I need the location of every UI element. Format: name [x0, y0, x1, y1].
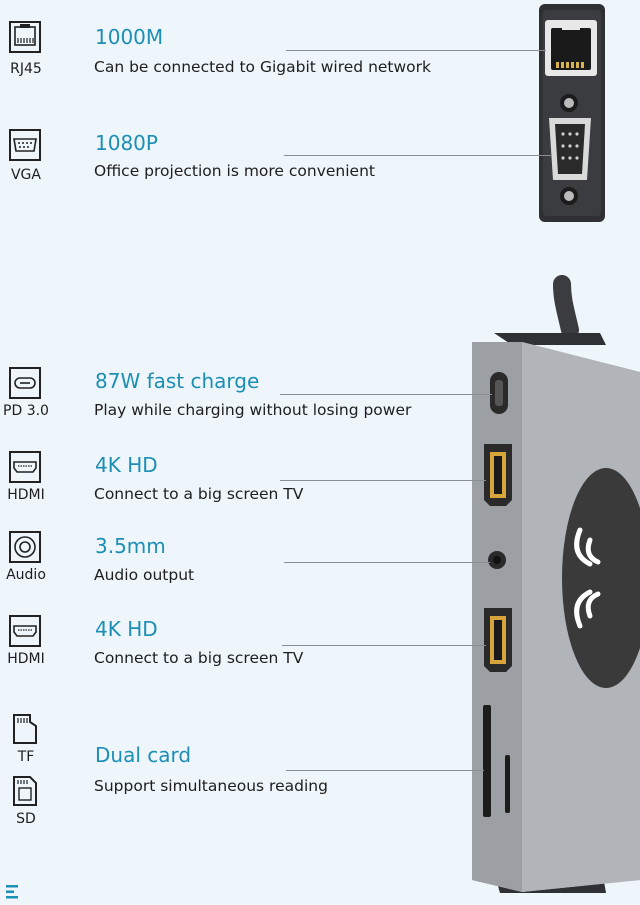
audio-jack-icon [8, 530, 42, 564]
rj45-title: 1000M [95, 25, 164, 49]
hdmi-port-icon [8, 614, 42, 648]
audio-description: Audio output [94, 566, 195, 584]
vga-title: 1080P [95, 131, 158, 155]
leader-line-dual-card [286, 770, 484, 771]
leader-line-pd [280, 394, 492, 395]
sd-label: SD [16, 811, 36, 827]
dual-card-description: Support simultaneous reading [94, 777, 328, 795]
rj45-label: RJ45 [10, 61, 42, 77]
leader-line-audio [284, 562, 490, 563]
tf-label: TF [17, 749, 35, 765]
leader-line-hdmi-1 [280, 480, 486, 481]
hdmi-description-1: Connect to a big screen TV [94, 485, 304, 503]
sd-card-icon [10, 774, 40, 808]
hdmi-title-2: 4K HD [95, 617, 158, 641]
hdmi-label-1: HDMI [7, 487, 45, 503]
hdmi-port-icon [8, 450, 42, 484]
audio-title: 3.5mm [95, 534, 166, 558]
hdmi-label-2: HDMI [7, 651, 45, 667]
pd-label: PD 3.0 [3, 403, 49, 419]
leader-line-rj45 [286, 50, 546, 51]
vga-port-icon [8, 128, 42, 162]
hdmi-description-2: Connect to a big screen TV [94, 649, 304, 667]
audio-label: Audio [6, 567, 46, 583]
menu-icon[interactable] [6, 884, 20, 900]
hdmi-title-1: 4K HD [95, 453, 158, 477]
vga-description: Office projection is more convenient [94, 162, 375, 180]
top-device-panel [539, 4, 605, 222]
rj45-port-icon [8, 20, 42, 54]
usb-cable [553, 275, 579, 339]
vga-label: VGA [10, 167, 41, 183]
pd-title: 87W fast charge [95, 369, 260, 393]
main-hub-body [472, 333, 640, 893]
pd-description: Play while charging without losing power [94, 401, 412, 419]
leader-line-hdmi-2 [282, 645, 486, 646]
rj45-description: Can be connected to Gigabit wired networ… [94, 58, 432, 76]
usb-c-port-icon [8, 366, 42, 400]
tf-card-icon [10, 712, 40, 746]
dual-card-title: Dual card [95, 743, 192, 767]
leader-line-vga [284, 155, 552, 156]
